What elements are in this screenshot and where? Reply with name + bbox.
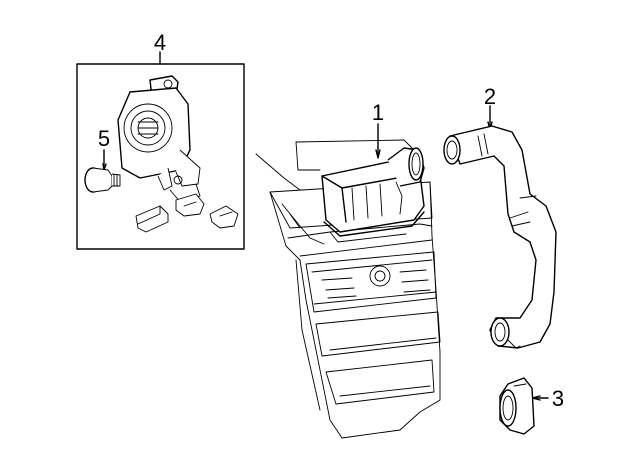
connector-right	[209, 205, 239, 229]
switch-assembly	[117, 75, 201, 205]
connector-middle	[175, 193, 205, 217]
callout-1: 1	[372, 100, 384, 125]
callout-3: 3	[552, 386, 564, 411]
hose-part-2	[443, 105, 557, 349]
center-console	[255, 139, 441, 439]
callout-5: 5	[98, 126, 110, 151]
callout-2: 2	[484, 84, 496, 109]
inset-box-part-4	[76, 51, 245, 250]
connector-left	[135, 205, 169, 233]
vent-duct-part-1	[321, 123, 425, 243]
screw-part-5	[84, 149, 121, 193]
callout-4: 4	[154, 30, 166, 55]
grommet-part-3	[499, 377, 549, 435]
